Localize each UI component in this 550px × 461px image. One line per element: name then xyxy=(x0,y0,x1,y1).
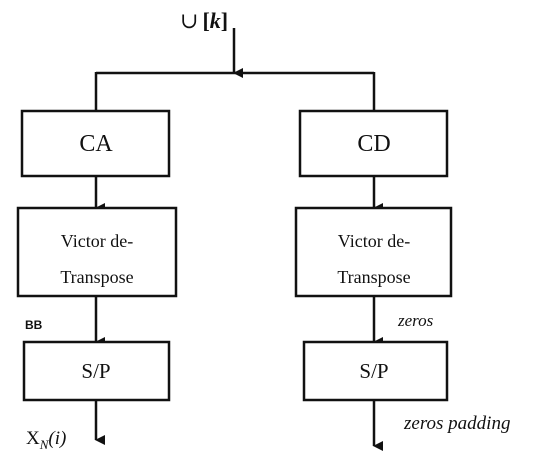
left-transpose-line2: Transpose xyxy=(60,267,133,287)
union-symbol: ∪ xyxy=(180,8,198,33)
output-subscript: N xyxy=(39,437,50,452)
bracket-close: ] xyxy=(221,8,228,33)
bracket-open: [ xyxy=(202,8,209,33)
zeros-padding-label: zeros padding xyxy=(403,413,510,434)
left-sp-box xyxy=(22,340,171,402)
right-transpose-line1: Victor de- xyxy=(338,231,410,251)
k-variable: k xyxy=(210,8,221,33)
left-output-label: XN(i) xyxy=(26,428,66,452)
left-transpose-line1: Victor de- xyxy=(61,231,133,251)
cd-label: CD xyxy=(357,131,390,157)
right-sp-label: S/P xyxy=(359,359,388,383)
right-transpose-line2: Transpose xyxy=(337,267,410,287)
output-main: X xyxy=(26,428,40,449)
ca-label: CA xyxy=(79,131,113,157)
right-transpose-box xyxy=(294,206,453,298)
input-label: ∪[k] xyxy=(180,8,228,33)
bb-label: BB xyxy=(25,318,43,332)
right-sp-box xyxy=(302,340,449,402)
output-argument: (i) xyxy=(48,428,66,449)
zeros-label: zeros xyxy=(397,311,434,330)
ca-box xyxy=(20,109,171,178)
left-sp-label: S/P xyxy=(81,359,110,383)
